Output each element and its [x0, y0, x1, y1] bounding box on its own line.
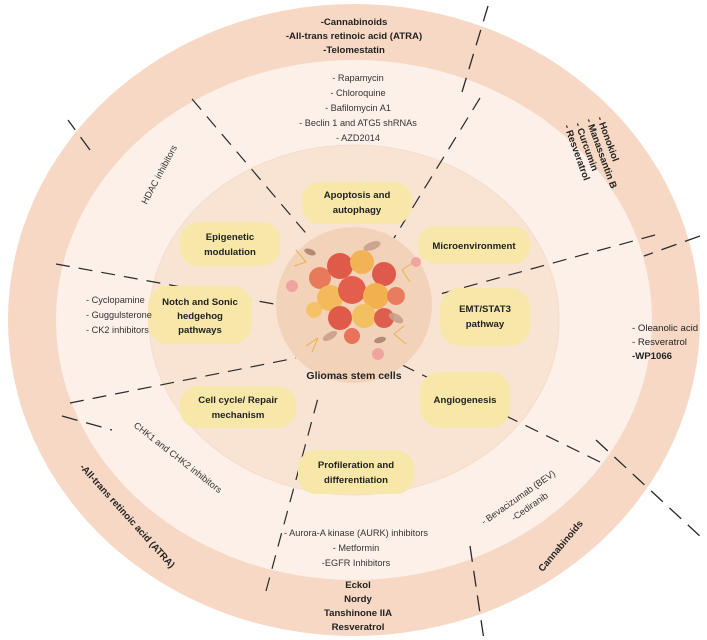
pill-emt: EMT/STAT3 pathway [440, 288, 530, 346]
pill-notch-line1: Notch and Sonic [162, 297, 238, 308]
pill-epigenetic-line2: modulation [204, 247, 256, 258]
pill-notch-line3: pathways [178, 325, 222, 336]
outer-dividers [61, 5, 703, 640]
pill-cellcycle: Cell cycle/ Repair mechanism [180, 386, 296, 428]
outer-bottom-4: Resveratrol [332, 622, 385, 633]
notch-drug-1: - Cyclopamine [86, 295, 145, 305]
pill-proliferation-line1: Profileration and [318, 460, 394, 471]
proliferation-drug-2: - Metformin [333, 543, 379, 553]
apoptosis-drug-5: - AZD2014 [336, 133, 380, 143]
pill-apoptosis: Apoptosis and autophagy [302, 182, 412, 224]
pill-apoptosis-line2: autophagy [333, 205, 382, 216]
pill-emt-line1: EMT/STAT3 [459, 304, 511, 315]
apoptosis-drug-4: - Beclin 1 and ATG5 shRNAs [299, 118, 417, 128]
outer-bottom-drugs: Eckol Nordy Tanshinone IIA Resveratrol [324, 580, 392, 633]
apoptosis-drug-1: - Rapamycin [332, 73, 384, 83]
notch-drugs: - Cyclopamine - Guggulsterone - CK2 inhi… [86, 295, 152, 335]
outer-top-drugs: -Cannabinoids -All-trans retinoic acid (… [286, 17, 422, 56]
pill-epigenetic-line1: Epigenetic [206, 232, 255, 243]
outer-bottom-2: Nordy [344, 594, 372, 605]
outer-right-3: -WP1066 [632, 351, 672, 362]
outer-right-drugs: - Oleanolic acid - Resveratrol -WP1066 [632, 323, 698, 362]
pathway-pills: Apoptosis and autophagy Microenvironment… [148, 182, 530, 494]
outer-top-2: -All-trans retinoic acid (ATRA) [286, 31, 422, 42]
center-label: Gliomas stem cells [306, 370, 401, 382]
proliferation-drug-1: - Aurora-A kinase (AURK) inhibitors [284, 528, 428, 538]
pill-apoptosis-line1: Apoptosis and [324, 190, 391, 201]
outer-right-1: - Oleanolic acid [632, 323, 698, 334]
pill-proliferation: Profileration and differentiation [298, 450, 414, 494]
apoptosis-drugs: - Rapamycin - Chloroquine - Bafilomycin … [299, 73, 417, 143]
apoptosis-drug-3: - Bafilomycin A1 [325, 103, 391, 113]
outer-bottom-1: Eckol [345, 580, 371, 591]
pill-emt-line2: pathway [466, 319, 505, 330]
outer-bottom-3: Tanshinone IIA [324, 608, 392, 619]
pill-angiogenesis: Angiogenesis [420, 372, 510, 428]
pill-cellcycle-line2: mechanism [212, 410, 265, 421]
pill-microenvironment: Microenvironment [418, 226, 530, 264]
pill-epigenetic: Epigenetic modulation [180, 222, 280, 266]
pill-microenvironment-line1: Microenvironment [432, 241, 516, 252]
pill-notch-line2: hedgehog [177, 311, 223, 322]
pill-proliferation-line2: differentiation [324, 475, 388, 486]
proliferation-drugs: - Aurora-A kinase (AURK) inhibitors - Me… [284, 528, 428, 568]
center-circle [276, 227, 432, 383]
outer-right-2: - Resveratrol [632, 337, 687, 348]
center-cell-cluster: Gliomas stem cells [276, 227, 432, 383]
apoptosis-drug-2: - Chloroquine [330, 88, 385, 98]
outer-top-3: -Telomestatin [323, 45, 385, 56]
pill-angiogenesis-line1: Angiogenesis [434, 395, 497, 406]
pill-notch: Notch and Sonic hedgehog pathways [148, 286, 252, 344]
outer-top-1: -Cannabinoids [321, 17, 388, 28]
notch-drug-2: - Guggulsterone [86, 310, 152, 320]
cell-cluster-art: Gliomas stem cells [286, 241, 421, 382]
notch-drug-3: - CK2 inhibitors [86, 325, 149, 335]
proliferation-drug-3: -EGFR Inhibitors [322, 558, 391, 568]
pill-cellcycle-line1: Cell cycle/ Repair [198, 395, 278, 406]
